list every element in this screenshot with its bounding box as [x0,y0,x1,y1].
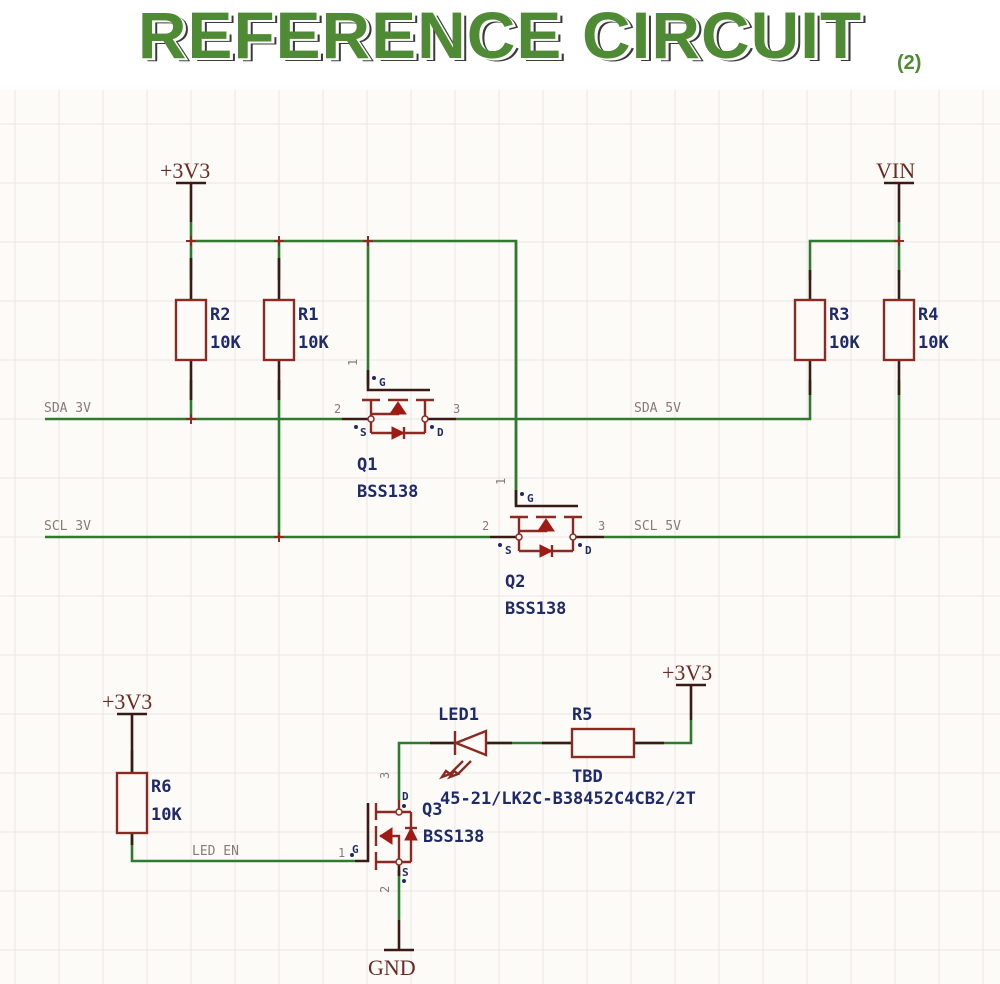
q3-designator: Q3 [422,800,442,820]
q1-gate-letter: G [379,376,386,389]
q3-pin-gate: 1 [338,846,345,860]
power-port-vin: VIN [876,158,915,222]
pin-leads [130,258,901,845]
r6-value: 10K [151,805,182,825]
r1-value: 10K [298,333,329,353]
wire-scl-5v [604,380,901,539]
led1: LED1 45-21/LK2C-B38452C4CB2/2T [438,705,696,809]
led1-part: 45-21/LK2C-B38452C4CB2/2T [440,789,696,809]
net-label-scl-5v: SCL 5V [634,519,681,534]
q2-pin-source: 2 [482,519,489,533]
net-label-sda-5v: SDA 5V [634,401,681,416]
wire-vin-r3 [808,239,899,280]
resistor-r3: R3 10K [793,298,860,362]
junctions [186,236,904,542]
r3-value: 10K [829,333,860,353]
net-label-led-en: LED EN [192,844,239,859]
resistor-r6: R6 10K [115,771,182,835]
q1-source-letter: S [360,426,367,439]
power-label-3v3-r6: +3V3 [102,689,152,714]
power-label-vin: VIN [876,158,915,183]
r4-designator: R4 [918,305,938,325]
mosfet-q2: G S D 1 2 3 Q2 BSS138 [482,478,605,619]
q3-pin-drain: 3 [378,772,392,779]
power-label-3v3-top: +3V3 [160,158,210,183]
q3-pin-source: 2 [378,886,392,893]
q1-pin-source: 2 [334,402,341,416]
power-port-3v3-led: +3V3 [662,660,712,720]
q1-designator: Q1 [357,455,377,475]
q2-part: BSS138 [505,599,566,619]
led1-designator: LED1 [438,705,479,725]
q2-pin-drain: 3 [598,519,605,533]
q2-drain-letter: D [585,544,592,557]
power-port-gnd: GND [368,920,416,980]
schematic-diagram: +3V3 VIN +3V3 +3V3 GND [0,90,1000,984]
r2-value: 10K [210,333,241,353]
r5-designator: R5 [572,705,592,725]
q2-pin-gate: 1 [494,478,508,485]
q1-pin-drain: 3 [453,402,460,416]
net-label-sda-3v: SDA 3V [44,401,91,416]
schematic-canvas: +3V3 VIN +3V3 +3V3 GND [0,90,1000,984]
wire-sda-5v [456,380,812,421]
q1-pin-gate: 1 [346,359,360,366]
mosfet-q3: D G S 1 3 2 Q3 BSS138 [338,772,484,893]
q3-gate-letter: G [352,843,359,856]
title-subscript: (2) [897,52,922,74]
net-label-scl-3v: SCL 3V [44,519,91,534]
resistor-r5: R5 TBD [570,705,636,787]
q1-part: BSS138 [357,482,418,502]
mosfet-q1: G S D 1 2 3 Q1 BSS138 [334,359,460,502]
power-port-3v3-r6: +3V3 [102,689,152,750]
power-label-gnd: GND [368,955,416,980]
resistor-r1: R1 10K [262,298,329,362]
q3-drain-letter: D [402,790,409,803]
q1-drain-letter: D [437,426,444,439]
r1-designator: R1 [298,305,318,325]
page-title: REFERENCE CIRCUIT [137,0,863,72]
q3-part: BSS138 [423,827,484,847]
q2-designator: Q2 [505,572,525,592]
resistor-r2: R2 10K [174,298,241,362]
r2-designator: R2 [210,305,230,325]
r6-designator: R6 [151,777,171,797]
resistor-r4: R4 10K [882,298,949,362]
r3-designator: R3 [829,305,849,325]
q2-source-letter: S [505,544,512,557]
power-port-3v3-top: +3V3 [160,158,210,222]
wire-r5-3v3 [634,720,693,745]
r4-value: 10K [918,333,949,353]
q2-gate-letter: G [527,492,534,505]
q3-source-letter: S [402,866,409,879]
title-banner: REFERENCE CIRCUIT [0,0,1000,88]
net-labels: SDA 3V SDA 5V SCL 3V SCL 5V LED EN [44,401,681,859]
wire-led-en [130,833,355,863]
r5-value: TBD [572,767,603,787]
power-label-3v3-led: +3V3 [662,660,712,685]
